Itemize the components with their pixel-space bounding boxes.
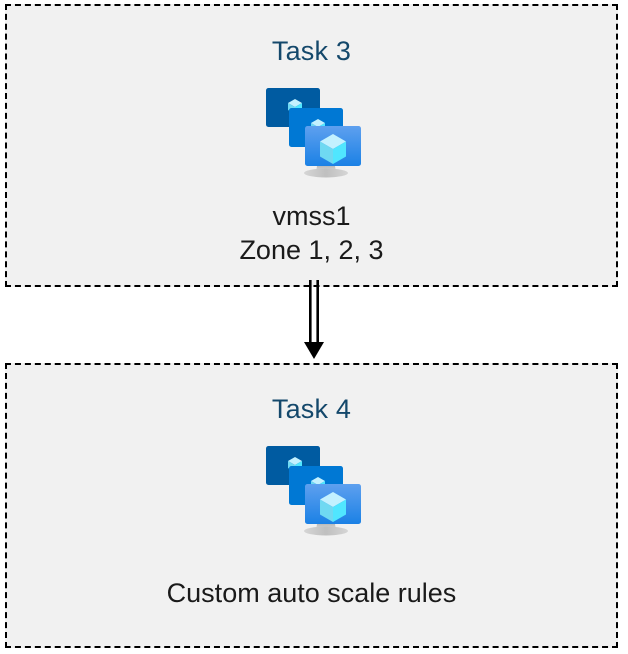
task-3-captions: vmss1 Zone 1, 2, 3 bbox=[239, 199, 383, 268]
task-3-icon-wrap bbox=[262, 82, 368, 182]
task-4-captions: Custom auto scale rules bbox=[167, 576, 457, 610]
task-3-title: Task 3 bbox=[271, 36, 352, 66]
task-3-caption-line-1: vmss1 bbox=[272, 201, 351, 231]
task-4-caption-line-1: Custom auto scale rules bbox=[166, 578, 457, 608]
task-3-content: Task 3 bbox=[7, 6, 616, 285]
task-box-task-3[interactable]: Task 3 bbox=[5, 4, 618, 287]
virtual-machine-scale-set-icon bbox=[265, 88, 361, 178]
connector-arrow-task3-to-task4 bbox=[296, 280, 332, 362]
task-4-icon-wrap bbox=[262, 440, 368, 540]
virtual-machine-scale-set-icon bbox=[265, 446, 361, 536]
task-box-task-4[interactable]: Task 4 bbox=[5, 363, 618, 648]
double-line-arrow-icon bbox=[304, 280, 324, 359]
task-4-content: Task 4 bbox=[7, 365, 616, 646]
task-3-caption-line-2: Zone 1, 2, 3 bbox=[239, 235, 384, 266]
task-4-title: Task 4 bbox=[271, 394, 352, 424]
